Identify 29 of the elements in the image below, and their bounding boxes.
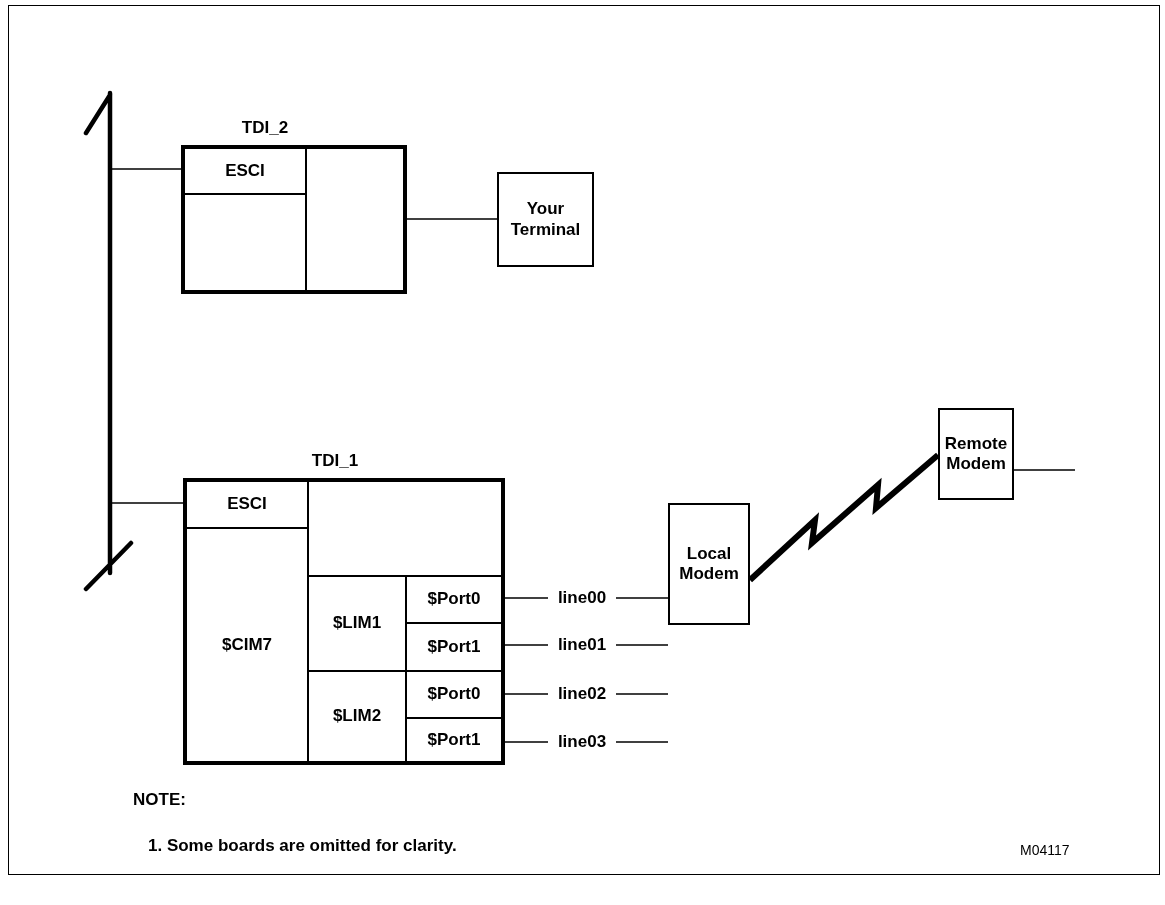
connector-line	[615, 741, 669, 743]
modem-box: Remote Modem	[938, 408, 1014, 500]
empty-slot-box	[305, 147, 405, 292]
connector-line	[615, 644, 669, 646]
note-text: 1. Some boards are omitted for clarity.	[148, 836, 457, 856]
figure-number: M04117	[1020, 842, 1070, 858]
connector-line	[502, 693, 549, 695]
line-label: line02	[548, 682, 616, 706]
board-title: TDI_2	[240, 117, 290, 139]
connector-line	[502, 597, 549, 599]
line-label: line03	[548, 730, 616, 754]
line-label: line00	[548, 586, 616, 610]
empty-slot-box	[307, 480, 503, 577]
terminal-box: Your Terminal	[497, 172, 594, 267]
connector-line	[502, 741, 549, 743]
modem-box: Local Modem	[668, 503, 750, 625]
connector-line	[615, 693, 669, 695]
connector-line	[1013, 469, 1076, 471]
connector-line	[615, 597, 669, 599]
connector-line	[502, 644, 549, 646]
connector-line	[111, 168, 184, 170]
empty-slot-box	[183, 193, 307, 292]
board-title: TDI_1	[310, 450, 360, 472]
connector-line	[111, 502, 186, 504]
note-heading: NOTE:	[133, 790, 186, 810]
zigzag-link-line	[747, 452, 940, 583]
port-box: $Port1	[405, 717, 503, 763]
line-label: line01	[548, 633, 616, 657]
connector-line	[404, 218, 498, 220]
